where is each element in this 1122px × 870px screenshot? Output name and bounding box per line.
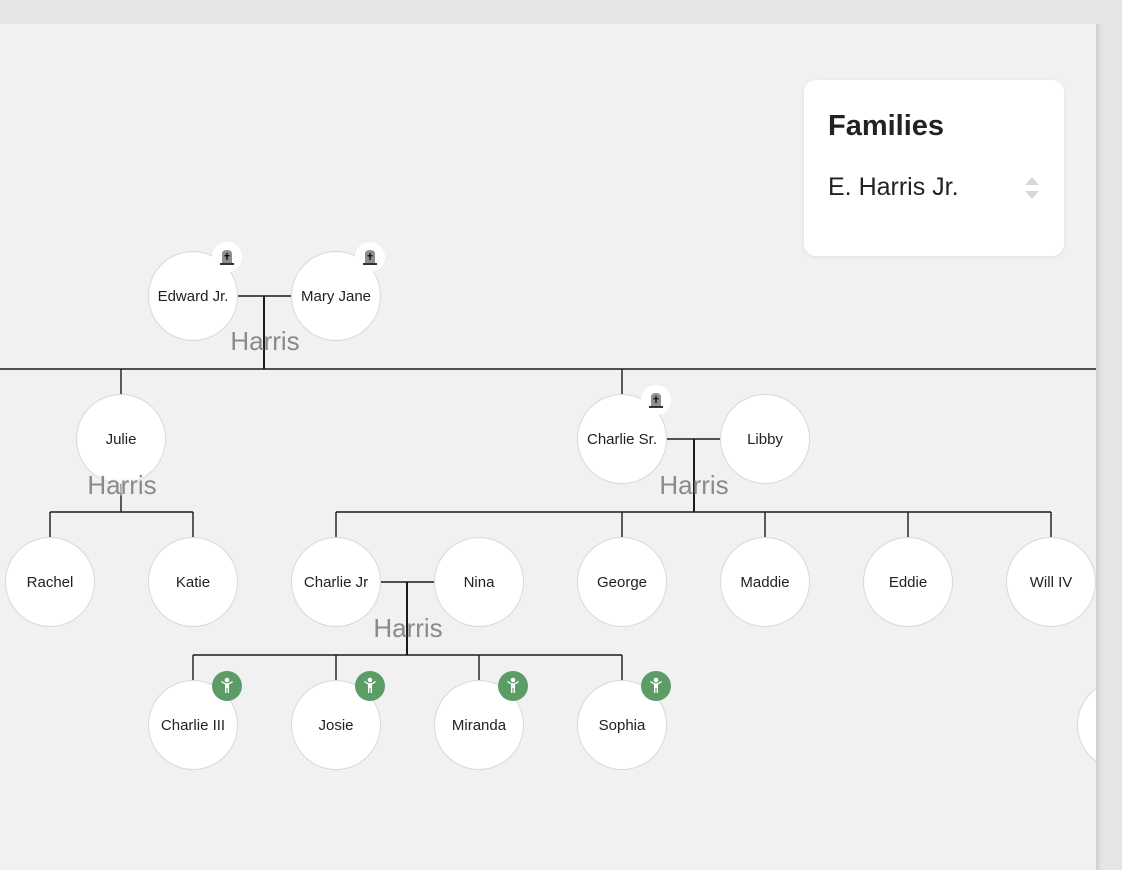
panel-title: Families: [828, 110, 945, 142]
child-figure-icon: [364, 677, 376, 693]
person-name: Nina: [463, 573, 495, 591]
deceased-badge: [355, 242, 385, 272]
child-figure-icon: [507, 677, 519, 693]
person-node-libby[interactable]: Libby: [720, 394, 810, 484]
person-name: Sophia: [598, 716, 646, 734]
families-panel: Families E. Harris Jr.: [804, 80, 1064, 256]
person-node-george[interactable]: George: [577, 537, 667, 627]
person-name: George: [596, 573, 648, 591]
person-node-eddie[interactable]: Eddie: [863, 537, 953, 627]
person-name: Eddie: [888, 573, 928, 591]
child-badge: [355, 671, 385, 701]
family-name-label: Harris: [659, 470, 729, 500]
person-name: Mary Jane: [300, 287, 372, 305]
person-name: Katie: [175, 573, 211, 591]
deceased-badge: [641, 385, 671, 415]
canvas-edge-shadow: [1096, 24, 1102, 870]
person-name: Rachel: [26, 573, 74, 591]
person-name: Charlie Sr.: [586, 430, 658, 448]
headstone-icon: [649, 393, 663, 408]
family-name-label: Harris: [373, 613, 443, 643]
child-badge: [641, 671, 671, 701]
selected-family: E. Harris Jr.: [828, 173, 959, 201]
sort-arrows-icon: [1025, 176, 1039, 199]
person-name: Charlie Jr: [303, 573, 369, 591]
person-node-rachel[interactable]: Rachel: [5, 537, 95, 627]
person-node-charlie-jr[interactable]: Charlie Jr: [291, 537, 381, 627]
family-name-label: Harris: [87, 470, 157, 500]
person-name: Edward Jr.: [157, 287, 229, 305]
child-badge: [498, 671, 528, 701]
child-figure-icon: [650, 677, 662, 693]
person-name: Josie: [318, 716, 354, 734]
person-name: Libby: [747, 430, 783, 448]
person-node-maddie[interactable]: Maddie: [720, 537, 810, 627]
deceased-badge: [212, 242, 242, 272]
person-node-katie[interactable]: Katie: [148, 537, 238, 627]
person-name: Maddie: [740, 573, 790, 591]
family-selector[interactable]: E. Harris Jr.: [828, 173, 1040, 202]
child-figure-icon: [221, 677, 233, 693]
person-node-nina[interactable]: Nina: [434, 537, 524, 627]
person-node-julie[interactable]: Julie: [76, 394, 166, 484]
headstone-icon: [220, 250, 234, 265]
child-badge: [212, 671, 242, 701]
person-name: Charlie III: [160, 716, 226, 734]
person-name: Will IV: [1029, 573, 1073, 591]
person-node-will-iv[interactable]: Will IV: [1006, 537, 1096, 627]
headstone-icon: [363, 250, 377, 265]
tree-connectors: [0, 295, 1096, 680]
person-name: Miranda: [451, 716, 507, 734]
person-name: Julie: [105, 430, 137, 448]
family-name-label: Harris: [230, 326, 300, 356]
